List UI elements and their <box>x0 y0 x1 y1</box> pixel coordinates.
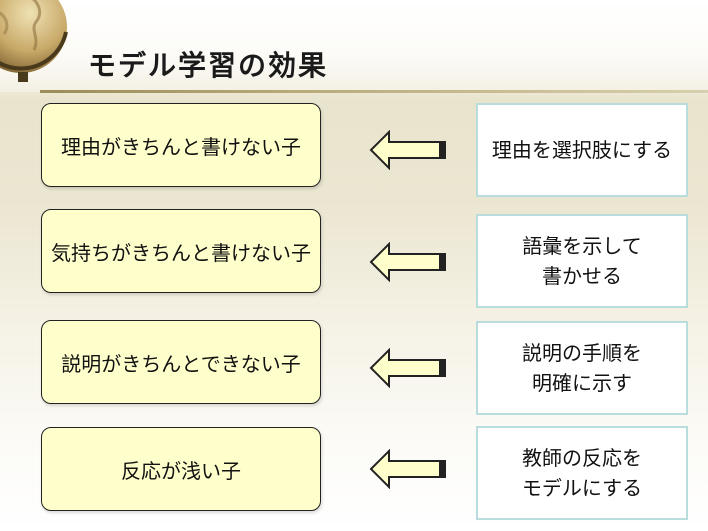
remedy-box-vocabulary: 語彙を示して 書かせる <box>476 214 688 308</box>
remedy-line: 教師の反応を <box>522 446 642 470</box>
problem-label: 気持ちがきちんと書けない子 <box>51 240 311 265</box>
problem-box-shallow: 反応が浅い子 <box>41 427 321 511</box>
left-arrow-icon <box>369 130 446 170</box>
problem-box-explanation: 説明がきちんとできない子 <box>41 320 321 404</box>
problem-box-feelings: 気持ちがきちんと書けない子 <box>41 209 321 293</box>
remedy-box-procedure: 説明の手順を 明確に示す <box>476 321 688 415</box>
problem-box-reason: 理由がきちんと書けない子 <box>41 103 321 187</box>
title-band <box>0 0 708 92</box>
left-arrow-icon <box>369 242 446 282</box>
left-arrow-icon <box>369 449 446 489</box>
slide-title: モデル学習の効果 <box>88 49 329 82</box>
problem-label: 説明がきちんとできない子 <box>61 351 301 376</box>
title-divider <box>40 90 708 93</box>
remedy-box-choices: 理由を選択肢にする <box>476 103 688 197</box>
problem-label: 理由がきちんと書けない子 <box>61 134 301 159</box>
remedy-box-model: 教師の反応を モデルにする <box>476 426 688 520</box>
globe-icon <box>0 0 68 82</box>
problem-label: 反応が浅い子 <box>121 458 241 483</box>
left-arrow-icon <box>369 348 446 388</box>
remedy-line: 書かせる <box>542 264 622 288</box>
remedy-line: 理由を選択肢にする <box>491 138 673 162</box>
remedy-line: 語彙を示して <box>522 234 642 258</box>
remedy-line: 明確に示す <box>532 371 632 395</box>
remedy-line: モデルにする <box>521 476 643 500</box>
remedy-line: 説明の手順を <box>522 341 642 365</box>
